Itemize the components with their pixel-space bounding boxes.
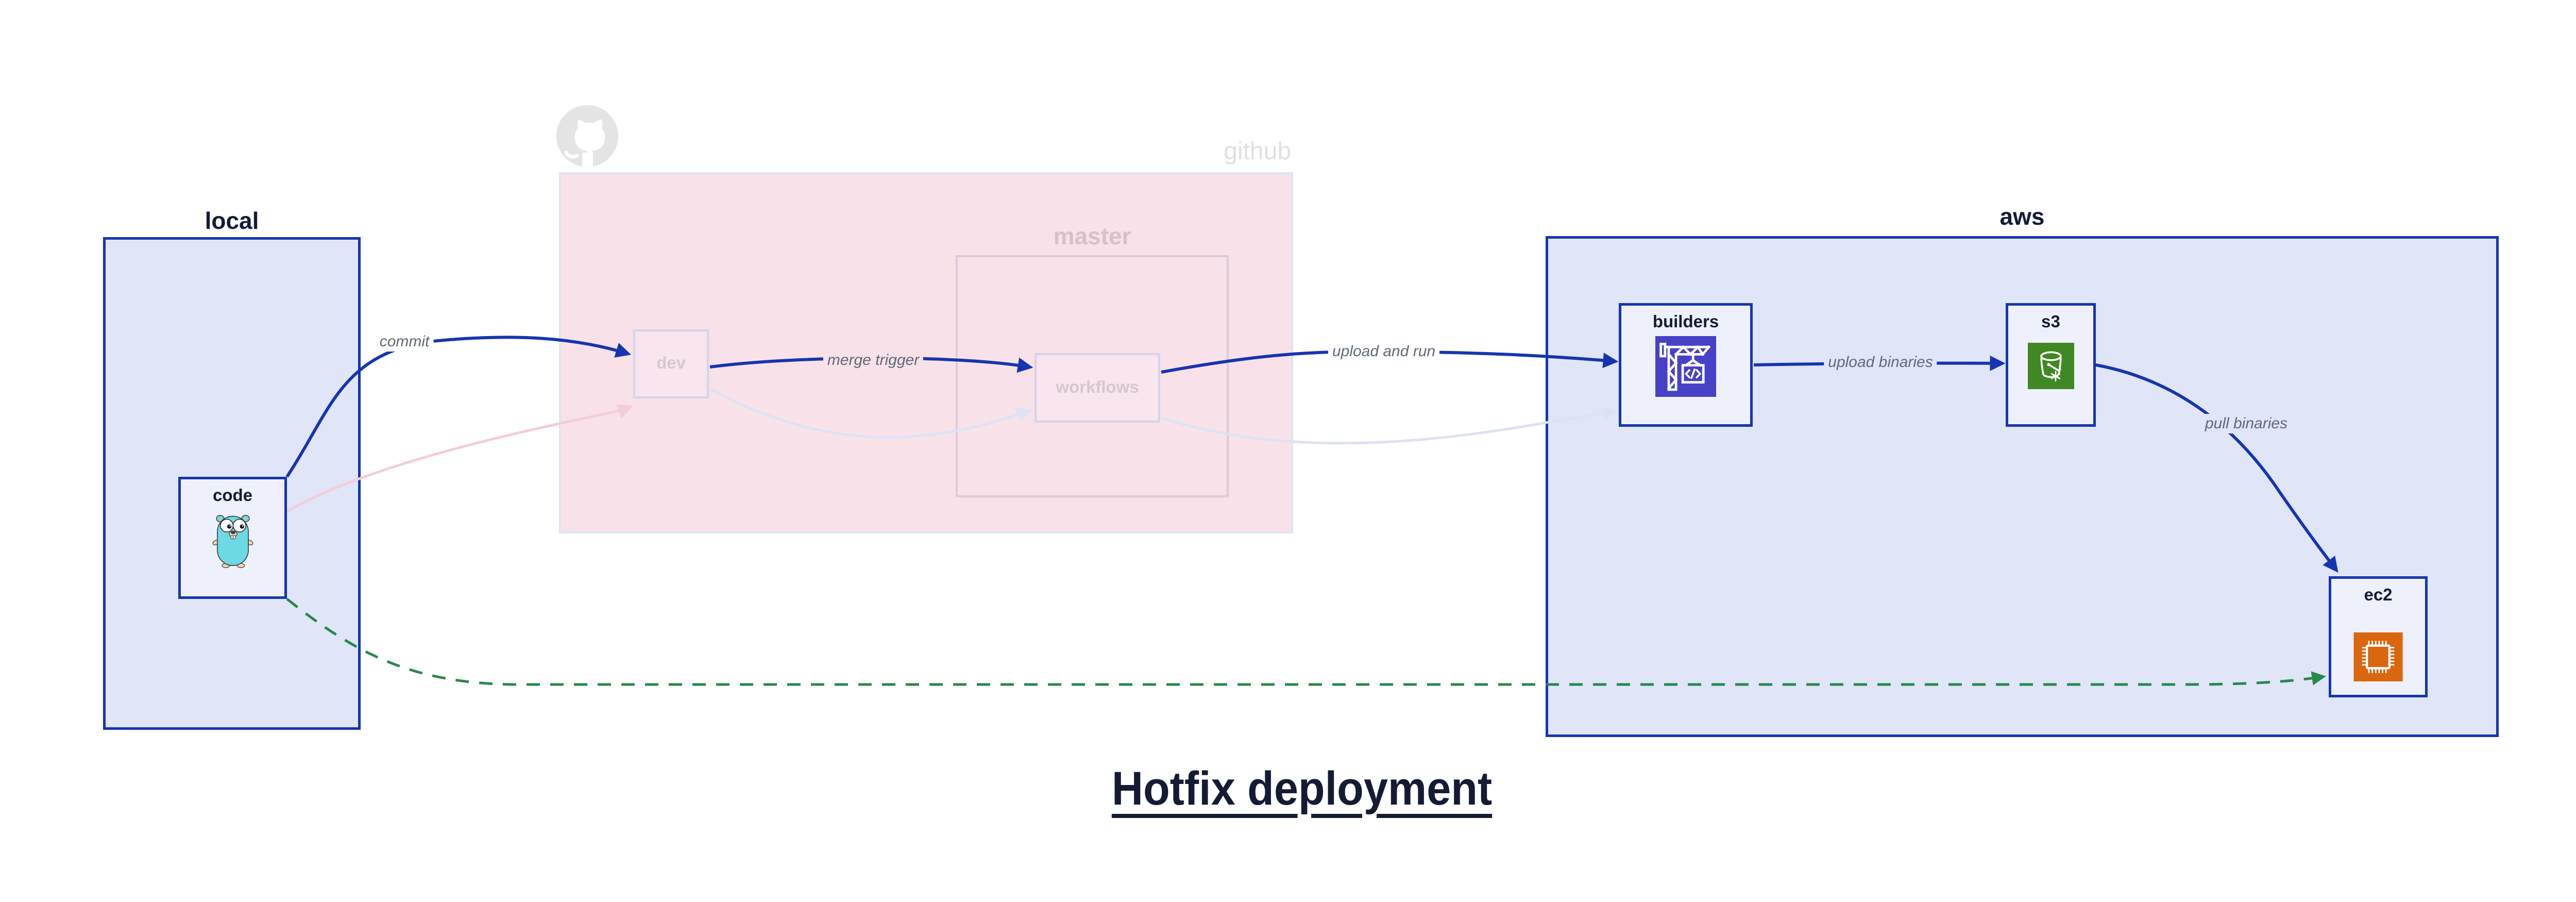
edge-pull-binaries (2095, 363, 2338, 573)
node-s3-label: s3 (2041, 312, 2060, 331)
node-ec2: ec2 (2329, 576, 2428, 697)
octocat-icon (556, 105, 618, 167)
edge-dev-workflows-faded (709, 387, 1032, 439)
node-ec2-label: ec2 (2364, 585, 2393, 604)
node-dev-label: dev (656, 353, 686, 373)
edge-label-commit: commit (375, 332, 434, 352)
node-s3: s3 (2006, 303, 2096, 427)
node-code: code (178, 477, 287, 599)
cluster-label-github: github (1224, 138, 1291, 165)
page-title: Hotfix deployment (1111, 762, 1493, 815)
edge-commit (285, 336, 632, 478)
s3-bucket-icon (2027, 343, 2074, 389)
cluster-label-master: master (1053, 223, 1131, 249)
edge-hotfix-green-dashed (286, 598, 2326, 686)
node-code-label: code (212, 486, 253, 505)
node-dev: dev (633, 329, 709, 398)
node-builders-label: builders (1652, 312, 1719, 331)
cluster-label-aws: aws (1999, 203, 2045, 230)
edge-label-upload-binaries: upload binaries (1824, 353, 1937, 372)
edge-label-merge-trigger: merge trigger (823, 350, 924, 370)
edge-label-upload-and-run: upload and run (1328, 342, 1440, 361)
edge-workflows-builders-faded (1161, 406, 1619, 445)
edge-label-pull-binaries: pull binaries (2200, 414, 2292, 433)
cluster-label-local: local (205, 207, 259, 234)
node-builders: builders (1619, 303, 1753, 427)
go-gopher-icon (212, 514, 253, 568)
node-workflows: workflows (1035, 353, 1160, 423)
node-workflows-label: workflows (1056, 377, 1139, 396)
cluster-master (956, 255, 1229, 497)
codebuild-crane-icon (1655, 336, 1716, 397)
ec2-chip-icon (2353, 632, 2403, 681)
edge-code-dev-faded (286, 404, 634, 513)
